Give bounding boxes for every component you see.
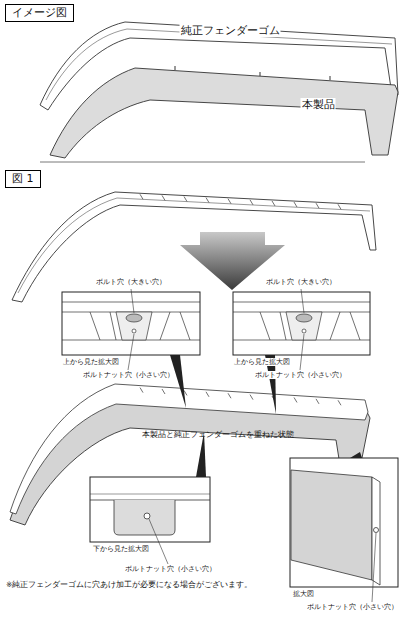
inset-top-view bbox=[62, 289, 200, 370]
view-label: 上から見た拡大図 bbox=[233, 358, 291, 366]
view-label: 下から見た拡大図 bbox=[92, 545, 150, 553]
product-tab bbox=[175, 66, 330, 80]
hole-label: ボルト穴（大きい穴） bbox=[265, 278, 337, 286]
hole-label: ボルト穴（大きい穴） bbox=[95, 278, 167, 286]
inset-enlarged bbox=[290, 458, 398, 602]
hole-label: ボルトナット穴（小さい穴） bbox=[82, 371, 175, 379]
state-label: 本製品と純正フェンダーゴムを重ねた状態 bbox=[141, 430, 295, 439]
fender-ribs bbox=[140, 194, 341, 209]
part-name: 本製品 bbox=[301, 98, 336, 111]
inset-pointer bbox=[350, 452, 362, 458]
inset-bottom-view bbox=[90, 477, 210, 564]
inset-pointer bbox=[170, 355, 186, 408]
genuine-fender bbox=[12, 192, 376, 302]
figure-tag-text: 図 1 bbox=[6, 171, 40, 187]
part-name: 純正フェンダーゴム bbox=[180, 24, 281, 37]
hole-label: ボルトナット穴（小さい穴） bbox=[254, 371, 347, 379]
note-text: ※純正フェンダーゴムに穴あけ加工が必要になる場合がございます。 bbox=[5, 580, 253, 589]
figure-tag: 図 1 bbox=[5, 170, 41, 188]
fender-edge bbox=[18, 198, 370, 293]
product-fender bbox=[50, 68, 398, 158]
view-label: 拡大図 bbox=[292, 590, 315, 598]
hole-label: ボルトナット穴（小さい穴） bbox=[306, 603, 399, 611]
figure-tag: イメージ図 bbox=[5, 4, 74, 22]
fender-ribs bbox=[140, 388, 341, 406]
view-label: 上から見た拡大図 bbox=[62, 358, 120, 366]
hole-label: ボルトナット穴（小さい穴） bbox=[124, 565, 217, 573]
separator-line bbox=[40, 162, 365, 163]
inset-top-view bbox=[233, 289, 370, 370]
figure-tag-text: イメージ図 bbox=[6, 5, 73, 21]
